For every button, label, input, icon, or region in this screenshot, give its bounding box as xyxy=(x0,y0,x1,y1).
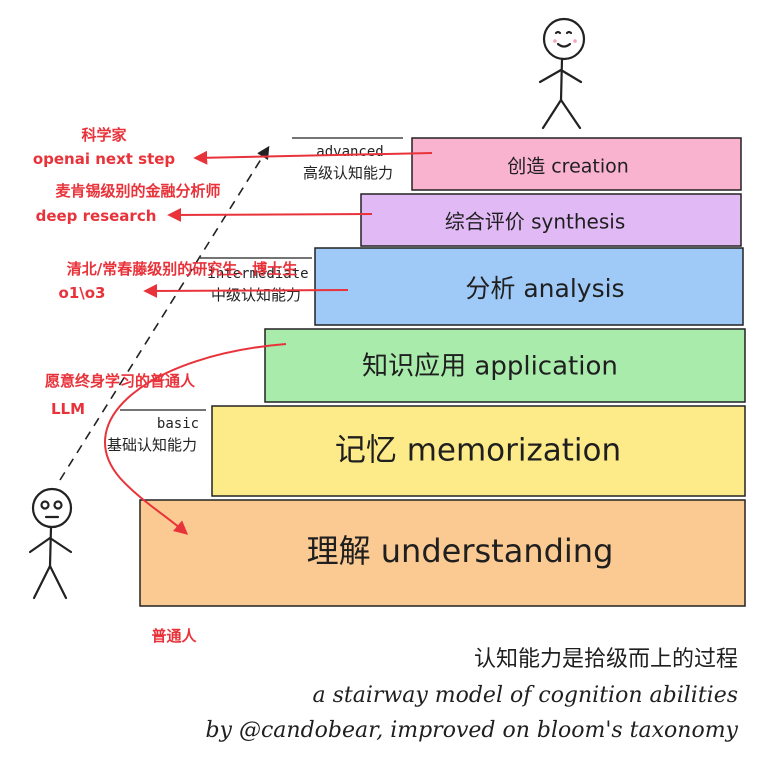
step-memorization-label: 记忆 memorization xyxy=(335,433,621,469)
annotation-researcher-line2: o1\o3 xyxy=(59,284,106,302)
stick-figure-top-icon xyxy=(538,17,586,130)
step-creation: 创造 creation xyxy=(411,137,742,191)
annotation-lifelong-learner-line2: LLM xyxy=(51,400,85,418)
annotation-analyst-line2: deep research xyxy=(36,207,157,225)
dashed-progress-arrow xyxy=(59,145,270,481)
tier-intermediate-cn: 中级认知能力 xyxy=(211,286,301,304)
step-analysis-block xyxy=(314,247,744,326)
tier-basic: basic 基础认知能力 xyxy=(107,409,206,454)
caption: 认知能力是拾级而上的过程 a stairway model of cogniti… xyxy=(205,647,738,743)
annotation-lifelong-learner-line1: 愿意终身学习的普通人 xyxy=(45,372,196,390)
stick-figure-bottom-icon xyxy=(28,487,73,600)
tier-advanced-en: advanced xyxy=(316,144,383,160)
step-application-label: 知识应用 application xyxy=(362,352,618,382)
caption-subtitle-en: a stairway model of cognition abilities xyxy=(312,683,738,708)
step-creation-block xyxy=(411,137,742,191)
arrow-synthesis-to-analyst xyxy=(167,207,373,222)
caption-title-cn: 认知能力是拾级而上的过程 xyxy=(474,647,738,672)
annotation-scientist: 科学家 openai next step xyxy=(33,126,176,168)
annotation-scientist-line1: 科学家 xyxy=(81,126,126,144)
annotation-researcher: 清北/常春藤级别的研究生、博士生 o1\o3 xyxy=(59,260,298,302)
tier-advanced: advanced 高级认知能力 xyxy=(292,137,403,182)
tier-intermediate-en: intermediate xyxy=(207,266,308,282)
arrow-analysis-to-researcher xyxy=(143,283,349,298)
step-synthesis: 综合评价 synthesis xyxy=(360,193,742,247)
step-memorization-block xyxy=(211,405,746,497)
step-memorization: 记忆 memorization xyxy=(211,405,746,497)
tier-advanced-cn: 高级认知能力 xyxy=(303,164,393,182)
annotation-scientist-line2: openai next step xyxy=(33,150,176,168)
annotation-analyst-line1: 麦肯锡级别的金融分析师 xyxy=(55,182,220,200)
tier-basic-en: basic xyxy=(157,416,199,432)
ordinary-person-label: 普通人 xyxy=(151,627,197,645)
annotation-lifelong-learner: 愿意终身学习的普通人 LLM xyxy=(45,372,196,418)
curved-arrow-application-to-understanding xyxy=(104,343,287,535)
annotation-analyst: 麦肯锡级别的金融分析师 deep research xyxy=(36,182,221,225)
step-creation-label: 创造 creation xyxy=(507,156,629,178)
step-analysis-label: 分析 analysis xyxy=(465,274,624,303)
step-synthesis-block xyxy=(360,193,742,247)
step-synthesis-label: 综合评价 synthesis xyxy=(445,210,626,234)
caption-credit-en: by @candobear, improved on bloom's taxon… xyxy=(205,718,738,743)
step-analysis: 分析 analysis xyxy=(314,247,744,326)
step-application: 知识应用 application xyxy=(264,328,746,403)
step-understanding-label: 理解 understanding xyxy=(307,532,614,570)
arrow-creation-to-scientist xyxy=(193,150,433,165)
step-application-block xyxy=(264,328,746,403)
step-understanding: 理解 understanding xyxy=(139,499,746,607)
tier-basic-cn: 基础认知能力 xyxy=(107,436,197,454)
annotation-researcher-line1: 清北/常春藤级别的研究生、博士生 xyxy=(67,260,297,278)
step-understanding-block xyxy=(139,499,746,607)
